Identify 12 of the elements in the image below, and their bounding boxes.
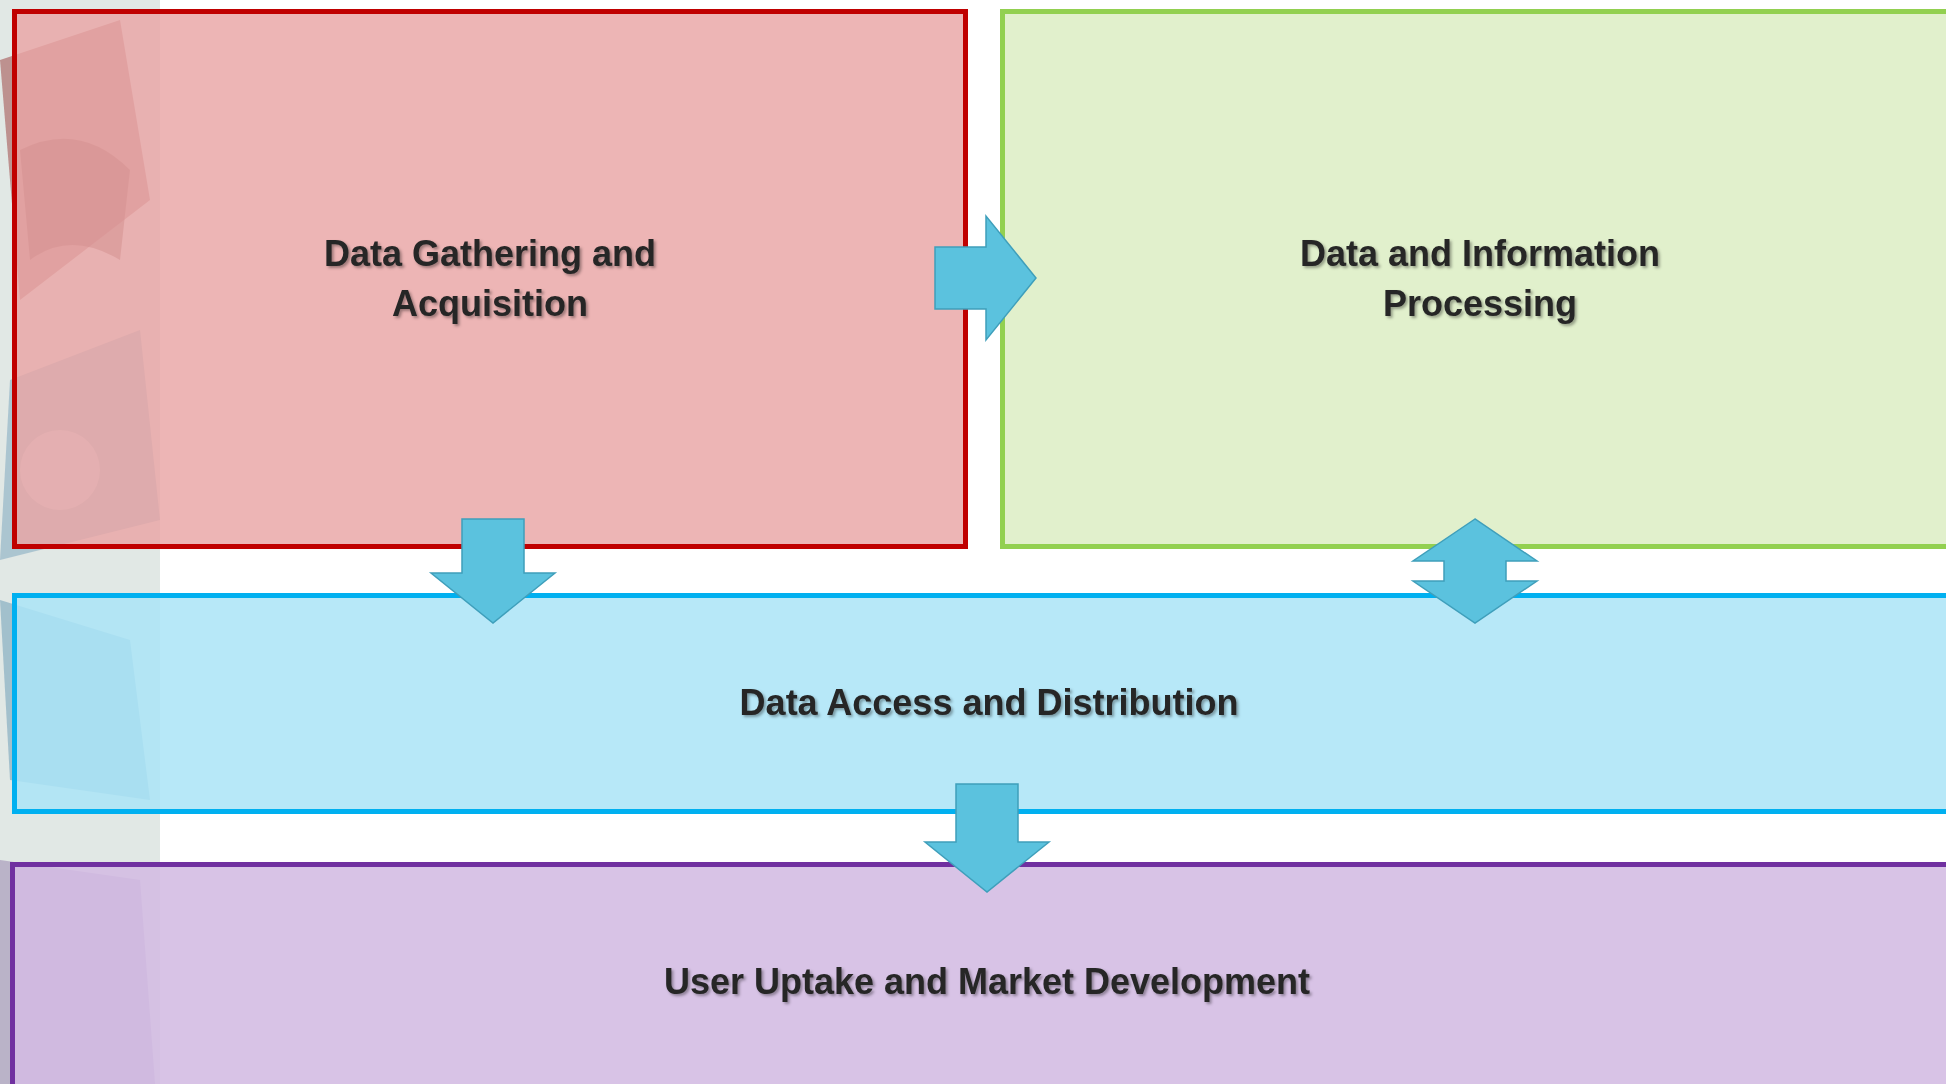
block-arrow [428, 518, 558, 624]
box-title: Data Gathering and Acquisition [322, 231, 658, 326]
process-box [12, 9, 968, 549]
block-arrow [934, 213, 1037, 343]
box-title: Data Access and Distribution [738, 681, 1240, 726]
box-title: Data and Information Processing [1299, 231, 1661, 326]
process-box [1000, 9, 1946, 549]
block-arrow [1410, 518, 1540, 624]
process-band [12, 593, 1946, 814]
box-title: User Uptake and Market Development [662, 959, 1312, 1004]
process-band [10, 862, 1946, 1084]
block-arrow [922, 783, 1052, 893]
